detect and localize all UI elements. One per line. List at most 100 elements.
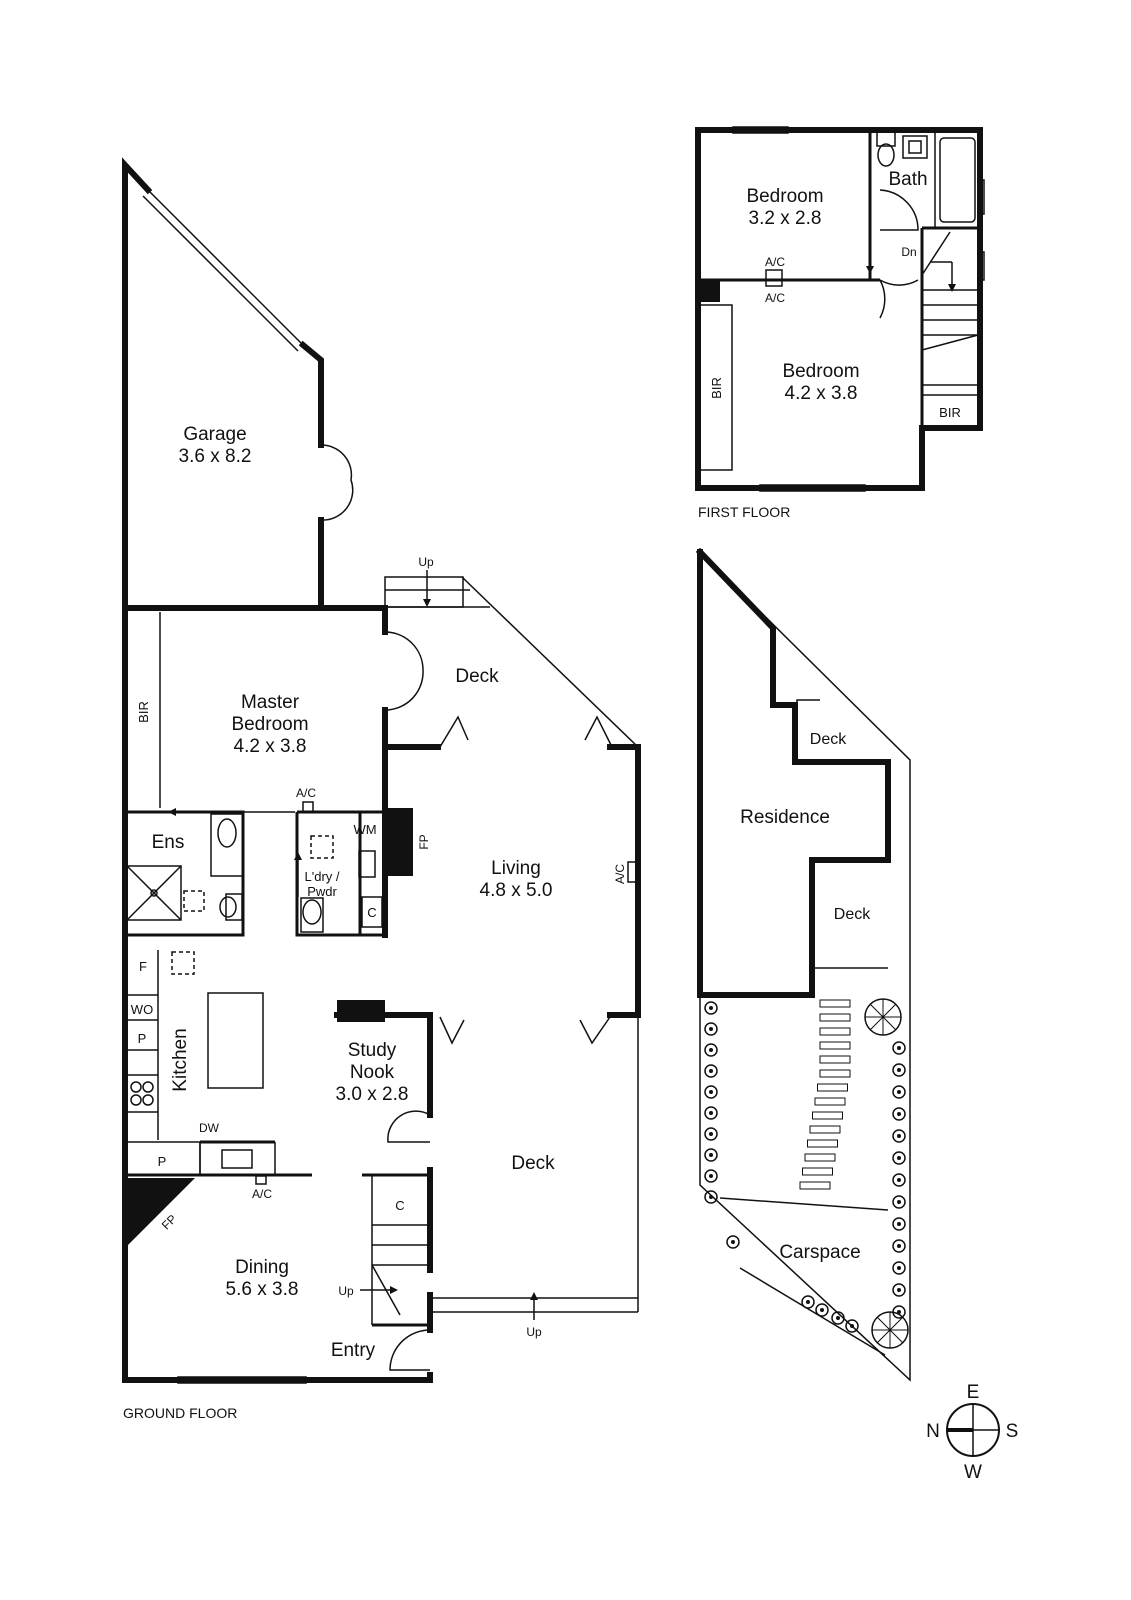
ac-master-label: A/C: [296, 786, 316, 800]
shrub-center: [709, 1111, 713, 1115]
dining-name: Dining: [235, 1257, 289, 1278]
site-labels: Deck Residence Deck Carspace: [740, 731, 871, 1263]
living-name: Living: [491, 858, 541, 879]
shrub-center: [897, 1046, 901, 1050]
site-deck-lower: Deck: [834, 906, 871, 923]
shrub-center: [709, 1090, 713, 1094]
shrub: [726, 1235, 740, 1249]
compass-e: E: [967, 1382, 980, 1403]
fireplace-dining-label: FP: [159, 1212, 180, 1233]
shrub: [892, 1217, 906, 1231]
study-nook-wall: [337, 1000, 385, 1022]
dining-dims: 5.6 x 3.8: [226, 1279, 299, 1300]
shrub: [892, 1195, 906, 1209]
tree-branch: [882, 1016, 897, 1031]
entry-name: Entry: [331, 1340, 376, 1361]
shrub-center: [897, 1156, 901, 1160]
ac-dining-label: A/C: [252, 1187, 272, 1201]
shrub: [892, 1151, 906, 1165]
compass-s: S: [1006, 1421, 1019, 1442]
tree-branch: [882, 1003, 897, 1018]
master-name-2: Bedroom: [231, 714, 308, 735]
bedroom-2-dims: 4.2 x 3.8: [785, 383, 858, 404]
site-residence: Residence: [740, 807, 830, 828]
bath-name: Bath: [888, 169, 927, 190]
shrub: [704, 1064, 718, 1078]
stair-up-deck-label: Up: [418, 555, 434, 569]
shrub: [892, 1283, 906, 1297]
master-dims: 4.2 x 3.8: [234, 736, 307, 757]
first-floor-bir-label: BIR: [939, 405, 961, 420]
shrub-center: [709, 1195, 713, 1199]
laundry-name-1: L'dry /: [305, 869, 340, 884]
paver: [802, 1167, 833, 1176]
washing-machine-label: WM: [353, 822, 376, 837]
ensuite-name: Ens: [152, 832, 185, 853]
fireplace-dining: [125, 1178, 195, 1248]
shrub: [892, 1261, 906, 1275]
shrub: [704, 1022, 718, 1036]
shrub-center: [897, 1134, 901, 1138]
tree-branch: [869, 1016, 884, 1031]
ac-first-label-2: A/C: [765, 291, 785, 305]
shrub-center: [897, 1222, 901, 1226]
paver: [804, 1153, 836, 1162]
shrub-center: [897, 1310, 901, 1314]
fireplace-living-label: FP: [417, 834, 431, 849]
first-floor-labels: Bedroom 3.2 x 2.8 Bath A/C A/C Dn Bedroo…: [698, 169, 961, 520]
laundry-cupboard-label: C: [367, 905, 376, 920]
master-name-1: Master: [241, 692, 300, 713]
site-plan: [695, 547, 911, 1382]
shrub-center: [897, 1266, 901, 1270]
shrub-center: [709, 1174, 713, 1178]
shrub: [815, 1303, 829, 1317]
shrub-center: [897, 1288, 901, 1292]
shrub-center: [836, 1316, 840, 1320]
shrub-center: [709, 1132, 713, 1136]
paver: [799, 1181, 831, 1190]
paver: [819, 1027, 851, 1036]
fridge-label: F: [139, 959, 147, 974]
ground-floor-labels: Garage 3.6 x 8.2 Master Bedroom 4.2 x 3.…: [123, 424, 627, 1421]
paver: [819, 999, 851, 1008]
shrub: [845, 1319, 859, 1333]
tree-branch: [876, 1329, 891, 1344]
tree-branch: [869, 1003, 884, 1018]
stair-down-label: Dn: [901, 245, 916, 259]
deck-up-label: Up: [526, 1325, 542, 1339]
compass: E N S W: [926, 1382, 1018, 1483]
ground-floor-fills: [125, 808, 413, 1248]
deck-bottom-name: Deck: [511, 1153, 555, 1174]
master-bir-label: BIR: [136, 701, 151, 723]
pantry-label-2: P: [158, 1154, 167, 1169]
paver: [819, 1069, 851, 1078]
site-pavers: [799, 999, 851, 1190]
shrub-center: [820, 1308, 824, 1312]
paver: [809, 1125, 841, 1134]
bedroom-2-bir-label: BIR: [709, 377, 724, 399]
shrub: [892, 1239, 906, 1253]
ground-floor-doors: [320, 444, 613, 1371]
shrub: [892, 1173, 906, 1187]
site-carspace: Carspace: [779, 1242, 860, 1263]
deck-top-name: Deck: [455, 666, 499, 687]
site-deck-upper: Deck: [810, 731, 847, 748]
ground-floor-fixtures: [126, 570, 638, 1384]
shrub: [704, 1190, 718, 1204]
first-floor-title: FIRST FLOOR: [698, 504, 790, 520]
garage-name: Garage: [183, 424, 246, 445]
shrub-center: [897, 1200, 901, 1204]
ac-living-label: A/C: [613, 864, 627, 884]
shrub: [704, 1127, 718, 1141]
shrub-center: [897, 1090, 901, 1094]
paver: [819, 1055, 851, 1064]
shrub-center: [850, 1324, 854, 1328]
kitchen-name: Kitchen: [170, 1028, 191, 1091]
shrub: [704, 1085, 718, 1099]
compass-n: N: [926, 1421, 940, 1442]
ground-floor-title: GROUND FLOOR: [123, 1405, 237, 1421]
study-name-1: Study: [348, 1040, 397, 1061]
tree-branch: [876, 1316, 891, 1331]
ac-first-label-1: A/C: [765, 255, 785, 269]
